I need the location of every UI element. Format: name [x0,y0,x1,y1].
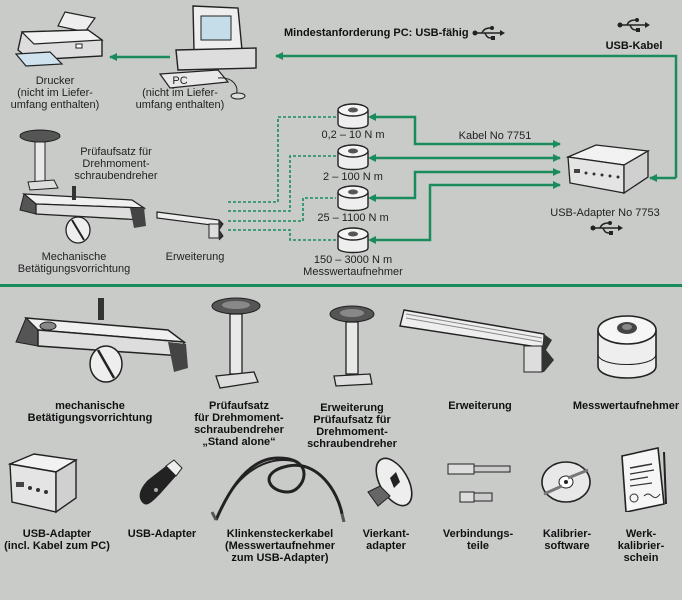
component-icon-mechanical-actuator [15,298,188,383]
rail-extension-icon [156,211,224,241]
sensor-range-1: 0,2 – 10 N m [321,129,385,141]
sensor-cable-1 [368,113,561,148]
component-label-certificate-document: Werk- kalibrier- schein [617,528,665,564]
component-icon-usb-adapter-box [7,453,78,514]
usb-cable-line [275,52,678,178]
cable-label: Kabel No 7751 [458,130,532,142]
component-label-connector-parts: Verbindungs- teile [442,528,514,552]
component-label-square-adapter: Vierkant- adapter [362,528,410,552]
test-attachment-icon [19,129,61,191]
usb-adapter-label: USB-Adapter No 7753 [550,207,660,219]
component-label-jack-cable: Klinkensteckerkabel (Messwertaufnehmer z… [224,528,336,564]
usb-adapter-usb-icon [590,221,623,235]
desktop-computer-icon [158,5,257,100]
component-label-test-attachment: Prüfaufsatz für Drehmoment- schraubendre… [194,400,284,448]
usb-cable-usb-icon [617,18,650,32]
dashed-link-3 [228,197,336,222]
sensor-range-4: 150 – 3000 N m [313,254,393,266]
component-icon-rail-extension [399,309,554,373]
component-icon-test-attachment-extension [329,305,375,387]
dashed-link-2 [228,155,336,212]
pc-requirement-label: Mindestanforderung PC: USB-fähig [284,27,469,39]
sensor-icon-4 [337,227,369,254]
sensors-caption: Messwertaufnehmer [303,266,403,278]
component-label-usb-adapter-box: USB-Adapter (incl. Kabel zum PC) [4,528,110,552]
usb-adapter-box-icon [566,144,650,195]
usb-cable-label: USB-Kabel [605,40,663,52]
mechanical-label: Mechanische Betätigungsvorrichtung [17,251,131,275]
sensor-icon-1 [337,103,369,130]
sensor-icon-2 [337,144,369,171]
printer-icon [14,11,104,67]
printer-label: Drucker (nicht im Liefer- umfang enthalt… [10,75,100,111]
component-icon-square-adapter [367,457,413,507]
component-icon-test-attachment [211,297,261,389]
pc-label: PC (nicht im Liefer- umfang enthalten) [135,75,225,111]
component-icon-certificate-document [621,447,667,512]
component-icon-usb-stick [139,459,183,505]
test-attachment-label: Prüfaufsatz für Drehmoment- schraubendre… [74,146,158,182]
component-icon-connector-parts [447,463,511,503]
component-label-mechanical-actuator: mechanische Betätigungsvorrichtung [27,400,153,424]
component-icon-torque-sensor [597,315,657,379]
sensor-cable-4 [368,181,561,244]
sensor-range-3: 25 – 1100 N m [317,212,389,224]
mechanical-actuator-icon [19,186,147,244]
component-label-torque-sensor: Messwertaufnehmer [572,400,680,412]
component-icon-cd-software [541,461,591,503]
section-divider [0,284,682,287]
dashed-link-1 [228,116,336,203]
dashed-link-4 [228,229,336,241]
component-label-test-attachment-extension: Erweiterung Prüfaufsatz für Drehmoment- … [307,402,397,450]
extension-label: Erweiterung [165,251,225,263]
usb-icon [472,26,505,40]
component-label-usb-stick: USB-Adapter [127,528,197,540]
component-label-rail-extension: Erweiterung [448,400,512,412]
component-label-cd-software: Kalibrier- software [542,528,592,552]
sensor-icon-3 [337,185,369,212]
component-icon-jack-cable [210,456,346,522]
sensor-range-2: 2 – 100 N m [323,171,383,183]
